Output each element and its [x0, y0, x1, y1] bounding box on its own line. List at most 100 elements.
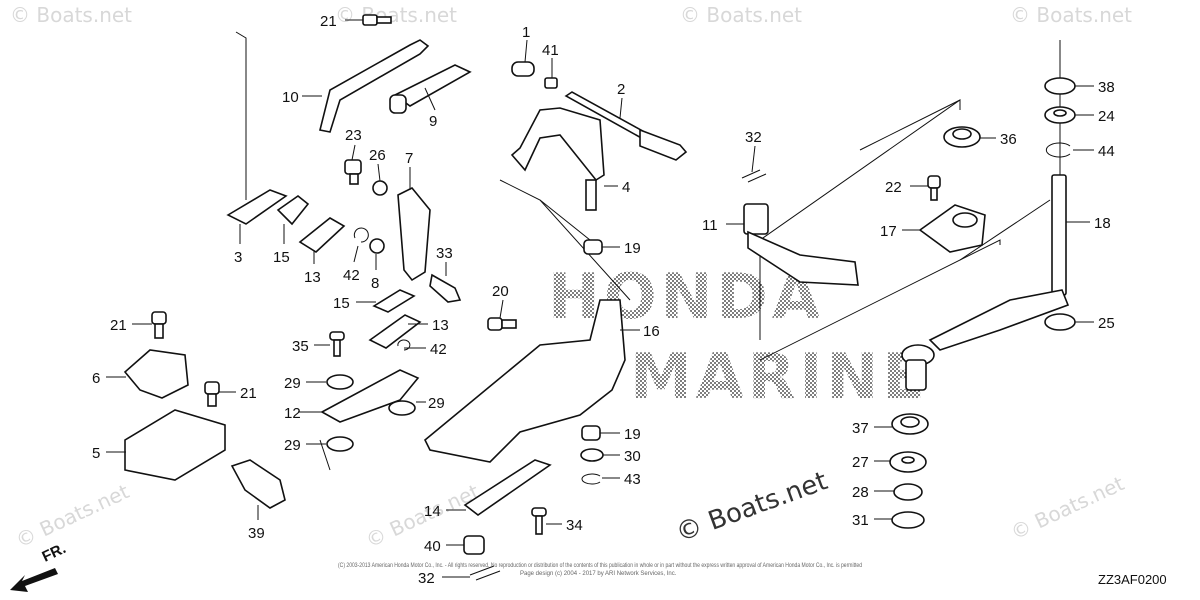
callout-27: 27	[852, 454, 869, 471]
callout-41: 41	[542, 42, 559, 59]
part-10-link-rod	[319, 39, 430, 133]
part-26-washer	[372, 180, 388, 196]
part-41-nut	[544, 77, 558, 89]
copyright-line-1: (C) 2003-2013 American Honda Motor Co., …	[338, 563, 862, 569]
part-19-collar-upper	[583, 239, 603, 255]
callout-15-lower: 15	[333, 295, 350, 312]
watermark-bottom-right: © Boats.net	[1007, 471, 1128, 544]
part-2-rod-joint	[564, 91, 688, 161]
part-24-washer	[1044, 106, 1076, 124]
honda-marine-logo: HONDA MARINE	[548, 260, 929, 413]
part-34-bolt	[531, 507, 547, 535]
part-25-washer	[1044, 313, 1076, 331]
callout-9: 9	[429, 113, 437, 130]
copyright-line-2: Page design (c) 2004 - 2017 by ARI Netwo…	[520, 571, 677, 577]
leader-lines	[106, 19, 1094, 578]
part-29-washer-lower	[326, 436, 354, 452]
part-29-washer-upper	[326, 374, 354, 390]
watermark-top-mid: © Boats.net	[680, 3, 802, 27]
callout-28: 28	[852, 484, 869, 501]
callout-32-lower: 32	[418, 570, 435, 587]
callout-4: 4	[622, 179, 630, 196]
callout-43: 43	[624, 471, 641, 488]
part-27-washer	[889, 451, 927, 473]
callout-35: 35	[292, 338, 309, 355]
callout-2: 2	[617, 81, 625, 98]
callout-38: 38	[1098, 79, 1115, 96]
callout-42: 42	[343, 267, 360, 284]
copyright-footer: (C) 2003-2013 American Honda Motor Co., …	[338, 563, 862, 577]
callout-25: 25	[1098, 315, 1115, 332]
callout-37: 37	[852, 420, 869, 437]
callout-11: 11	[702, 217, 718, 234]
part-9-lever	[389, 64, 472, 114]
callout-15: 15	[273, 249, 290, 266]
part-14-guide	[463, 459, 552, 516]
part-38-ring	[1044, 77, 1076, 95]
part-8-washer	[369, 238, 385, 254]
part-1-joint	[511, 61, 535, 77]
callout-26: 26	[369, 147, 386, 164]
watermark-bottom-left: © Boats.net	[12, 479, 133, 552]
callout-21-left: 21	[110, 317, 127, 334]
callout-12: 12	[284, 405, 301, 422]
part-17-holder	[918, 204, 986, 253]
callout-5: 5	[92, 445, 100, 462]
part-5-bracket	[124, 409, 226, 481]
logo-line-marine: MARINE	[630, 340, 929, 413]
callout-3: 3	[234, 249, 242, 266]
callout-19-lower: 19	[624, 426, 641, 443]
part-20-bolt	[487, 317, 517, 331]
callout-10: 10	[282, 89, 299, 106]
callout-16: 16	[643, 323, 660, 340]
part-35-pin	[329, 331, 345, 357]
callout-20: 20	[492, 283, 509, 300]
callout-30: 30	[624, 448, 641, 465]
callout-14: 14	[424, 503, 441, 520]
callout-29-upper: 29	[284, 375, 301, 392]
part-15-clip-lower	[372, 289, 416, 313]
callout-13-lower: 13	[432, 317, 449, 334]
part-37-seal	[891, 413, 929, 435]
callout-23: 23	[345, 127, 362, 144]
part-32-clip-upper	[741, 169, 767, 183]
callout-labels: 21 10 9 1 41 2 23 26 7 4 3 15 13 42 8 33…	[92, 13, 1115, 587]
front-direction-arrow-icon: FR.	[10, 540, 69, 592]
part-43-clip	[581, 473, 601, 485]
callout-19: 19	[624, 240, 641, 257]
callout-8: 8	[371, 275, 379, 292]
watermark-top-center: © Boats.net	[335, 3, 457, 27]
part-36-bearing	[943, 126, 981, 148]
logo-line-honda: HONDA	[548, 260, 824, 333]
callout-29-right: 29	[428, 395, 445, 412]
part-22-bolt	[927, 175, 941, 201]
part-40-collar	[463, 535, 485, 555]
part-42-clip-lower	[397, 339, 411, 351]
part-21-bolt-mid	[204, 381, 220, 407]
part-31-spring	[891, 511, 925, 529]
diagram-code: ZZ3AF0200	[1098, 572, 1167, 587]
part-21-bolt-top	[362, 14, 392, 26]
callout-31: 31	[852, 512, 869, 529]
part-12-link-plate	[320, 369, 420, 423]
callout-32: 32	[745, 129, 762, 146]
part-13-joint-upper	[298, 217, 346, 254]
callout-21: 21	[320, 13, 337, 30]
part-23-bolt	[344, 159, 362, 185]
callout-40: 40	[424, 538, 441, 555]
watermark-top-left: © Boats.net	[10, 3, 132, 27]
callout-42-lower: 42	[430, 341, 447, 358]
callout-39: 39	[248, 525, 265, 542]
part-42-clip-upper	[353, 227, 369, 243]
callout-29-lower: 29	[284, 437, 301, 454]
callout-18: 18	[1094, 215, 1111, 232]
part-13-joint-lower	[368, 314, 422, 349]
part-44-clip	[1045, 142, 1071, 158]
part-11-shift-arm	[743, 203, 859, 286]
callout-36: 36	[1000, 131, 1017, 148]
part-15-clip-upper	[276, 195, 310, 226]
part-7-lever-arm	[397, 186, 431, 282]
part-32-clip-lower	[469, 565, 501, 581]
